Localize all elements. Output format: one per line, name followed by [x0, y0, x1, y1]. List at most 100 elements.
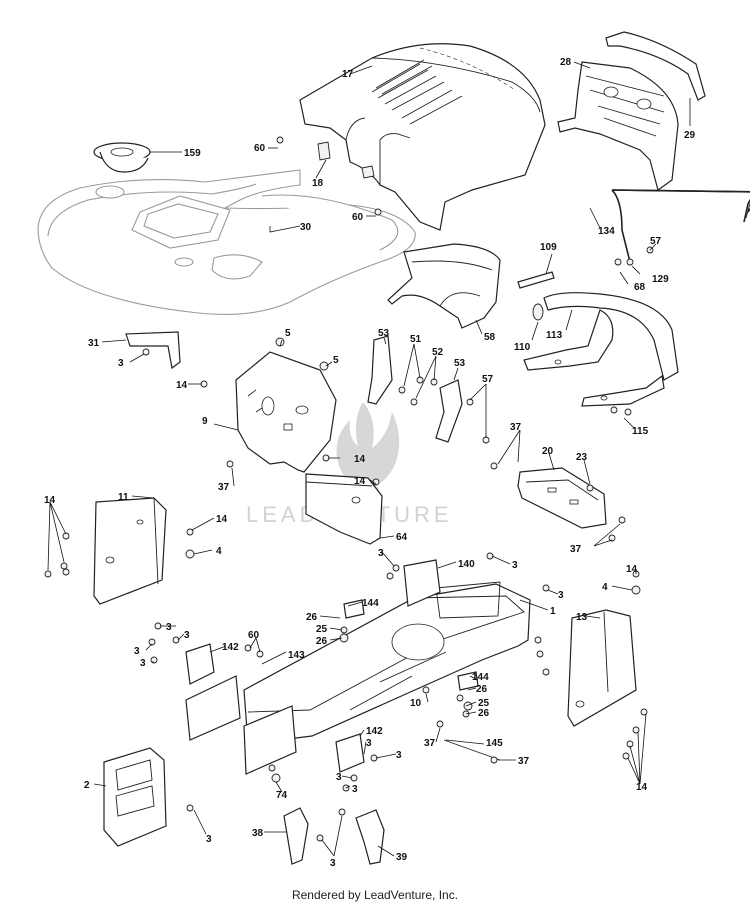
callout-23: 23 [576, 452, 588, 463]
grille-part-28 [557, 61, 679, 191]
callout-129: 129 [652, 274, 669, 285]
callout-26-d: 26 [478, 708, 490, 719]
plate-part-143-lower [243, 705, 297, 775]
shield-part-58 [387, 243, 501, 329]
callout-5-a: 5 [285, 328, 291, 339]
dash-panel-part-9 [235, 351, 337, 473]
callout-3-e: 3 [166, 622, 172, 633]
callout-57-mid: 57 [482, 374, 494, 385]
callout-leaders [47, 61, 691, 857]
grille-trim-part-29 [605, 31, 706, 101]
callout-9: 9 [202, 416, 208, 427]
plate-part-140 [403, 559, 441, 607]
callout-3-b: 3 [378, 548, 384, 559]
callout-labels: 17 28 29 159 60 18 30 60 134 57 129 68 1… [44, 57, 696, 869]
clip-part-18 [317, 141, 331, 161]
callout-3-g: 3 [140, 658, 146, 669]
hardware-fasteners [44, 136, 654, 842]
bracket-part-20 [517, 467, 607, 529]
callout-134: 134 [598, 226, 615, 237]
callout-29: 29 [684, 130, 696, 141]
callout-38: 38 [252, 828, 264, 839]
callout-14-d: 14 [44, 495, 56, 506]
callout-37-a: 37 [218, 482, 230, 493]
bracket-part-39 [355, 809, 385, 865]
callout-159: 159 [184, 148, 201, 159]
callout-37-e: 37 [518, 756, 530, 767]
callout-14-c: 14 [354, 476, 366, 487]
callout-60-fender: 60 [352, 212, 364, 223]
callout-10: 10 [410, 698, 422, 709]
callout-11: 11 [118, 492, 129, 503]
plate-part-2 [103, 747, 167, 847]
callout-25-a: 25 [316, 624, 328, 635]
callout-37-c: 37 [570, 544, 582, 555]
callout-3-h: 3 [184, 630, 190, 641]
callout-142-a: 142 [222, 642, 239, 653]
callout-14-g: 14 [636, 782, 648, 793]
callout-1: 1 [550, 606, 556, 617]
callout-113: 113 [546, 330, 563, 341]
callout-14-e: 14 [216, 514, 228, 525]
callout-18: 18 [312, 178, 324, 189]
callout-25-b: 25 [478, 698, 490, 709]
cup-holder-part-159 [93, 142, 151, 173]
callout-3-c: 3 [512, 560, 518, 571]
callout-37-b: 37 [510, 422, 522, 433]
callout-14-a: 14 [176, 380, 188, 391]
nut-part-74 [271, 773, 281, 783]
fender-part-30 [37, 169, 416, 315]
callout-14-b: 14 [354, 454, 366, 465]
callout-37-d: 37 [424, 738, 436, 749]
side-panel-part-11 [93, 497, 167, 605]
callout-3-i: 3 [366, 738, 372, 749]
callout-4-b: 4 [602, 582, 608, 593]
callout-109: 109 [540, 242, 557, 253]
callout-31: 31 [88, 338, 100, 349]
callout-51: 51 [410, 334, 422, 345]
bushing-part-110 [532, 303, 544, 321]
side-panel-part-13 [567, 609, 637, 727]
plate-part-53-right [435, 379, 463, 443]
callout-26-a: 26 [306, 612, 318, 623]
plate-part-53-left [367, 335, 393, 405]
callout-115: 115 [632, 426, 649, 437]
callout-3-l: 3 [352, 784, 358, 795]
hood-part-17 [299, 43, 546, 231]
callout-58: 58 [484, 332, 496, 343]
callout-2: 2 [84, 780, 90, 791]
callout-68: 68 [634, 282, 646, 293]
rod-part-134-body [611, 189, 750, 223]
callout-52: 52 [432, 347, 444, 358]
callout-53-a: 53 [378, 328, 390, 339]
callout-4-a: 4 [216, 546, 222, 557]
callout-3-k: 3 [336, 772, 342, 783]
rod-part-134 [612, 190, 750, 262]
bracket-part-142-right [335, 733, 365, 773]
callout-3-f: 3 [134, 646, 140, 657]
bumper-part-113 [523, 292, 679, 407]
footer-credit: Rendered by LeadVenture, Inc. [291, 888, 459, 902]
bracket-part-38 [283, 807, 309, 865]
callout-140: 140 [458, 559, 475, 570]
callout-110: 110 [514, 342, 531, 353]
plate-part-143 [185, 675, 241, 741]
callout-145: 145 [486, 738, 503, 749]
bracket-part-142-left [185, 643, 215, 685]
callout-13: 13 [576, 612, 588, 623]
callout-60-frame: 60 [248, 630, 260, 641]
callout-57-top: 57 [650, 236, 662, 247]
callout-20: 20 [542, 446, 554, 457]
callout-144-b: 144 [472, 672, 489, 683]
callout-3-d: 3 [558, 590, 564, 601]
frame-part-1 [243, 581, 531, 745]
callout-53-b: 53 [454, 358, 466, 369]
callout-5-b: 5 [333, 355, 339, 366]
callout-74: 74 [276, 790, 288, 801]
bracket-part-144-lower [457, 671, 479, 691]
callout-64: 64 [396, 532, 408, 543]
rod-part-145 [443, 739, 501, 761]
callout-3-j: 3 [396, 750, 402, 761]
callout-39: 39 [396, 852, 408, 863]
